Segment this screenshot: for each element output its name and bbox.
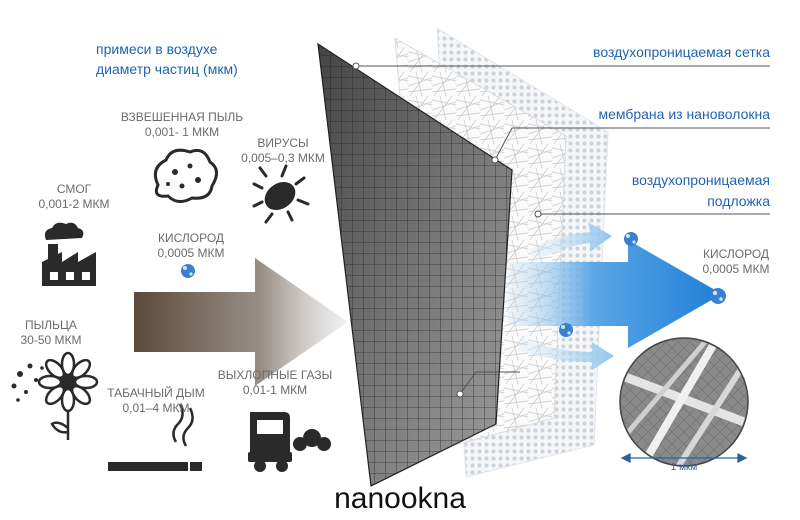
output-oxygen-label: КИСЛОРОД 0,0005 МКМ	[676, 247, 796, 277]
pollutant-size: 0,0005 МКМ	[157, 246, 225, 260]
cigarette-icon	[108, 403, 202, 471]
virus-icon	[252, 164, 310, 224]
pollutant-name: ТАБАЧНЫЙ ДЫМ	[107, 386, 205, 400]
header-line-1: примеси в воздухе	[96, 41, 218, 57]
clean-air-arrow-lower	[516, 338, 614, 370]
pollutant-size: 0,01-1 МКМ	[242, 383, 308, 397]
mesh-grid-layer	[317, 42, 513, 487]
pollutant-name: ВЫХЛОПНЫЕ ГАЗЫ	[217, 368, 333, 382]
pollutant-name: ВЗВЕШЕННАЯ ПЫЛЬ	[120, 110, 244, 124]
oxygen-molecule-icon	[181, 264, 195, 278]
layer-label-mesh: воздухопроницаемая сетка	[593, 44, 770, 60]
dust-cloud-icon	[153, 148, 218, 203]
pollutant-label-pollen: ПЫЛЬЦА 30-50 МКМ	[6, 318, 96, 348]
pollutant-name: ВИРУСЫ	[257, 136, 309, 150]
pollutant-label-smog: СМОГ 0,001-2 МКМ	[24, 182, 124, 212]
scale-label: 1 мкм	[670, 462, 698, 473]
output-name: КИСЛОРОД	[702, 247, 770, 261]
pollutant-label-exhaust: ВЫХЛОПНЫЕ ГАЗЫ 0,01-1 МКМ	[208, 368, 342, 398]
output-size: 0,0005 МКМ	[702, 262, 770, 276]
nanofiber-microscope-inset	[619, 337, 749, 467]
pollutant-label-virus: ВИРУСЫ 0,005–0,3 МКМ	[228, 136, 338, 166]
oxygen-molecule-icon	[559, 323, 573, 337]
clean-air-arrow	[508, 240, 722, 348]
incoming-air-arrow	[134, 258, 348, 386]
layer-label-substrate-1: воздухопроницаемая	[631, 172, 770, 188]
pollutant-size: 0,005–0,3 МКМ	[241, 151, 325, 165]
pollutant-size: 0,001- 1 МКМ	[144, 125, 220, 139]
pollutant-label-tobacco: ТАБАЧНЫЙ ДЫМ 0,01–4 МКМ	[96, 386, 216, 416]
layer-label-membrane: мембрана из нановолокна	[598, 106, 770, 122]
layer-label-substrate-2: подложка	[707, 193, 770, 209]
pollutant-label-oxygen: КИСЛОРОД 0,0005 МКМ	[136, 231, 246, 261]
pointer-dots	[352, 62, 542, 398]
pollutant-name: СМОГ	[56, 182, 92, 196]
pollutant-size: 0,01–4 МКМ	[122, 401, 190, 415]
clean-air-arrow-upper	[528, 222, 612, 262]
truck-icon	[248, 412, 331, 472]
pollutant-name: ПЫЛЬЦА	[25, 318, 77, 332]
pollutant-size: 30-50 МКМ	[20, 333, 82, 347]
pollutant-name: КИСЛОРОД	[157, 231, 225, 245]
pollutant-size: 0,001-2 МКМ	[38, 197, 110, 211]
scale-bar	[620, 453, 748, 463]
brand-name: nanookna	[334, 482, 466, 515]
oxygen-molecule-icon	[624, 232, 638, 246]
oxygen-molecule-icon	[710, 288, 726, 304]
flower-icon	[11, 351, 99, 440]
header-line-2: диаметр частиц (мкм)	[96, 61, 238, 77]
factory-icon	[42, 222, 96, 286]
pollutant-label-dust: ВЗВЕШЕННАЯ ПЫЛЬ 0,001- 1 МКМ	[112, 110, 252, 140]
layer-pointers	[356, 65, 770, 395]
